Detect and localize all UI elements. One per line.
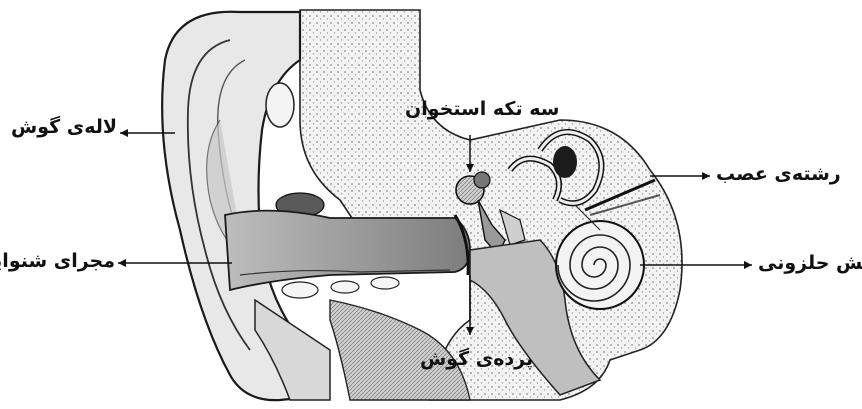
label-nerve: رشته‌ی عصب: [716, 165, 841, 184]
label-pinna: لاله‌ی گوش: [11, 118, 117, 137]
label-cochlea: بخش حلزونی: [758, 254, 862, 273]
label-ossicles: سه تکه استخوان: [405, 100, 559, 119]
label-ear-canal: مجرای شنوایی: [0, 252, 115, 271]
label-eardrum: پرده‌ی گوش: [420, 350, 533, 369]
cochlea-shape: [556, 221, 644, 309]
